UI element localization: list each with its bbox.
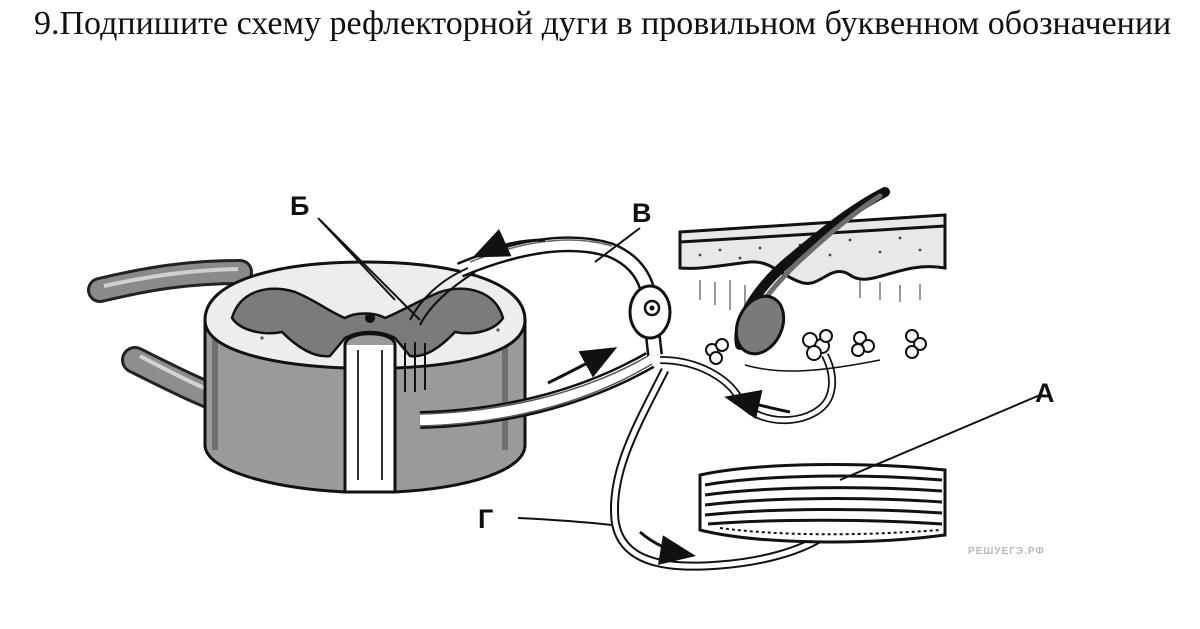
label-g: Г	[478, 504, 493, 534]
arrow-upper	[472, 228, 546, 258]
pointer-lines	[317, 217, 1041, 526]
arrow-motor	[639, 530, 696, 565]
pointer-b-2	[319, 219, 421, 321]
pointer-g	[517, 517, 613, 526]
arrow-middle	[547, 347, 618, 385]
muscle	[698, 463, 947, 544]
skin-section	[678, 187, 947, 372]
watermark: РЕШУЕГЭ.РФ	[968, 546, 1045, 557]
sensory-receptor-fiber	[659, 353, 837, 424]
ventral-root-bundle	[419, 352, 655, 429]
motor-fiber	[609, 367, 828, 571]
label-v: В	[632, 198, 652, 228]
direction-arrows	[472, 228, 791, 565]
label-b: Б	[290, 191, 309, 221]
left-upper-nerve	[87, 259, 253, 303]
pointer-v	[594, 227, 641, 263]
arrow-receptor	[724, 389, 791, 420]
pointer-a	[839, 394, 1041, 481]
label-a: А	[1035, 378, 1055, 408]
question-text: 9.Подпишите схему рефлекторной дуги в пр…	[34, 5, 1172, 42]
spinal-cord-segment	[203, 260, 527, 494]
